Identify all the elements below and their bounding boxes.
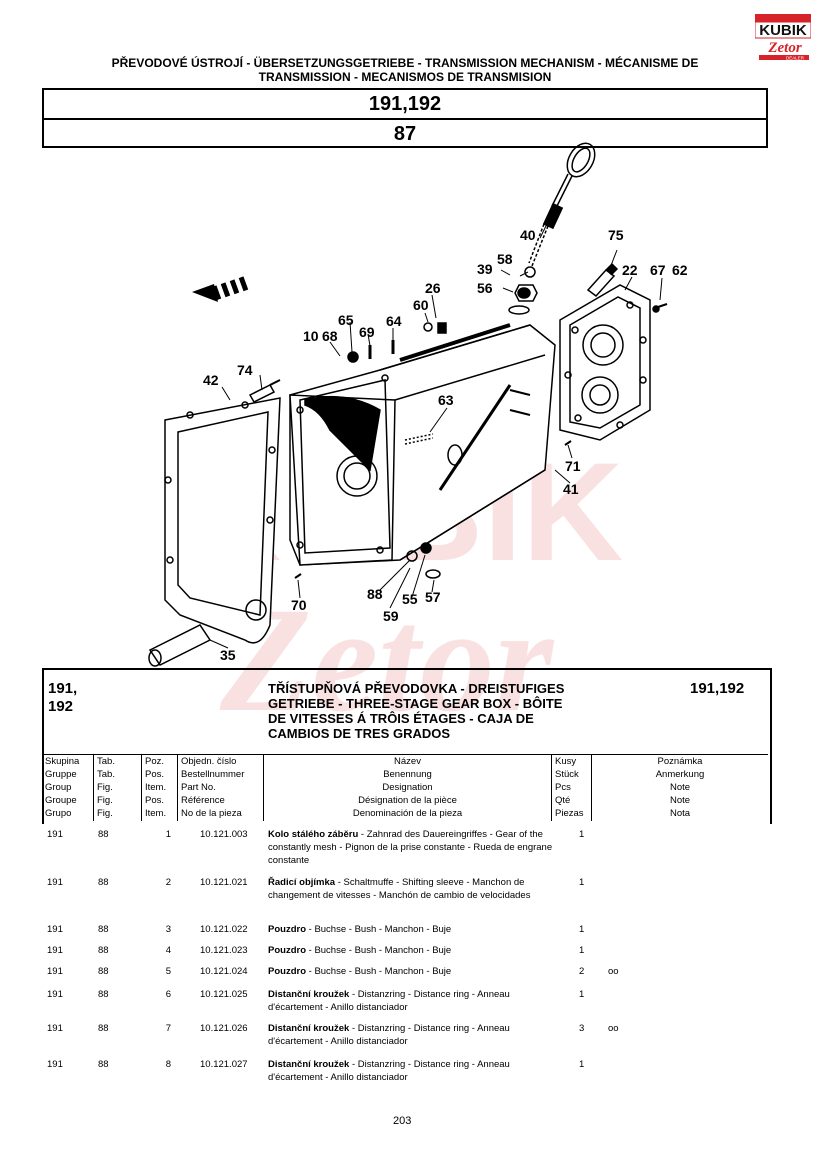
gearbox-housing-part xyxy=(289,323,556,566)
svg-text:35: 35 xyxy=(220,647,236,663)
shaft-part xyxy=(148,624,212,667)
svg-text:56: 56 xyxy=(477,280,493,296)
svg-text:64: 64 xyxy=(386,313,402,329)
header-title-line1: PŘEVODOVÉ ÚSTROJÍ - ÜBERSETZUNGSGETRIEBE… xyxy=(111,56,699,70)
svg-text:57: 57 xyxy=(425,589,441,605)
svg-text:41: 41 xyxy=(563,481,579,497)
svg-text:62: 62 xyxy=(672,262,688,278)
dipstick-part xyxy=(528,142,596,267)
svg-text:58: 58 xyxy=(497,251,513,267)
table-number: 87 xyxy=(44,118,766,148)
section-models: 191,192 xyxy=(690,680,745,697)
svg-text:71: 71 xyxy=(565,458,581,474)
svg-text:70: 70 xyxy=(291,597,307,613)
svg-text:39: 39 xyxy=(477,261,493,277)
svg-text:DEALER: DEALER xyxy=(786,56,805,61)
svg-text:55: 55 xyxy=(402,591,418,607)
svg-text:75: 75 xyxy=(608,227,624,243)
brand-name: KUBIK xyxy=(759,22,807,39)
section-header-box xyxy=(42,668,772,824)
svg-text:63: 63 xyxy=(438,392,454,408)
svg-text:Zetor: Zetor xyxy=(767,40,801,56)
svg-text:88: 88 xyxy=(367,586,383,602)
col-tab: Tab.Tab.Fig.Fig.Fig. xyxy=(94,755,142,821)
svg-text:67: 67 xyxy=(650,262,666,278)
svg-text:22: 22 xyxy=(622,262,638,278)
direction-arrow-icon xyxy=(192,276,249,302)
page-header-title: PŘEVODOVÉ ÚSTROJÍ - ÜBERSETZUNGSGETRIEBE… xyxy=(40,56,770,84)
models-code: 191,192 xyxy=(368,92,442,115)
svg-text:69: 69 xyxy=(359,324,375,340)
header-title-line2: TRANSMISSION - MECANISMOS DE TRANSMISION xyxy=(258,70,552,84)
section-title: TŘÍSTUPŇOVÁ PŘEVODOVKA - DREISTUFIGES GE… xyxy=(268,681,565,741)
svg-text:60: 60 xyxy=(413,297,429,313)
gasket-part xyxy=(164,397,281,644)
front-cover-part xyxy=(559,284,651,441)
table-code-box: 191,192 87 xyxy=(42,88,768,148)
page-number: 203 xyxy=(393,1115,412,1127)
col-pos: Poz.Pos.Item.Pos.Item. xyxy=(142,755,178,821)
svg-text:68: 68 xyxy=(322,328,338,344)
section-group: 191, 192 xyxy=(48,680,78,715)
svg-text:74: 74 xyxy=(237,362,253,378)
svg-text:40: 40 xyxy=(520,227,536,243)
svg-text:65: 65 xyxy=(338,312,354,328)
exploded-parts-diagram: 40 75 58 39 22 67 62 56 26 60 65 69 64 1… xyxy=(140,140,700,670)
svg-text:42: 42 xyxy=(203,372,219,388)
svg-text:26: 26 xyxy=(425,280,441,296)
brand-logo: KUBIK Zetor DEALER xyxy=(754,14,812,66)
svg-text:10: 10 xyxy=(303,328,319,344)
svg-text:59: 59 xyxy=(383,608,399,624)
